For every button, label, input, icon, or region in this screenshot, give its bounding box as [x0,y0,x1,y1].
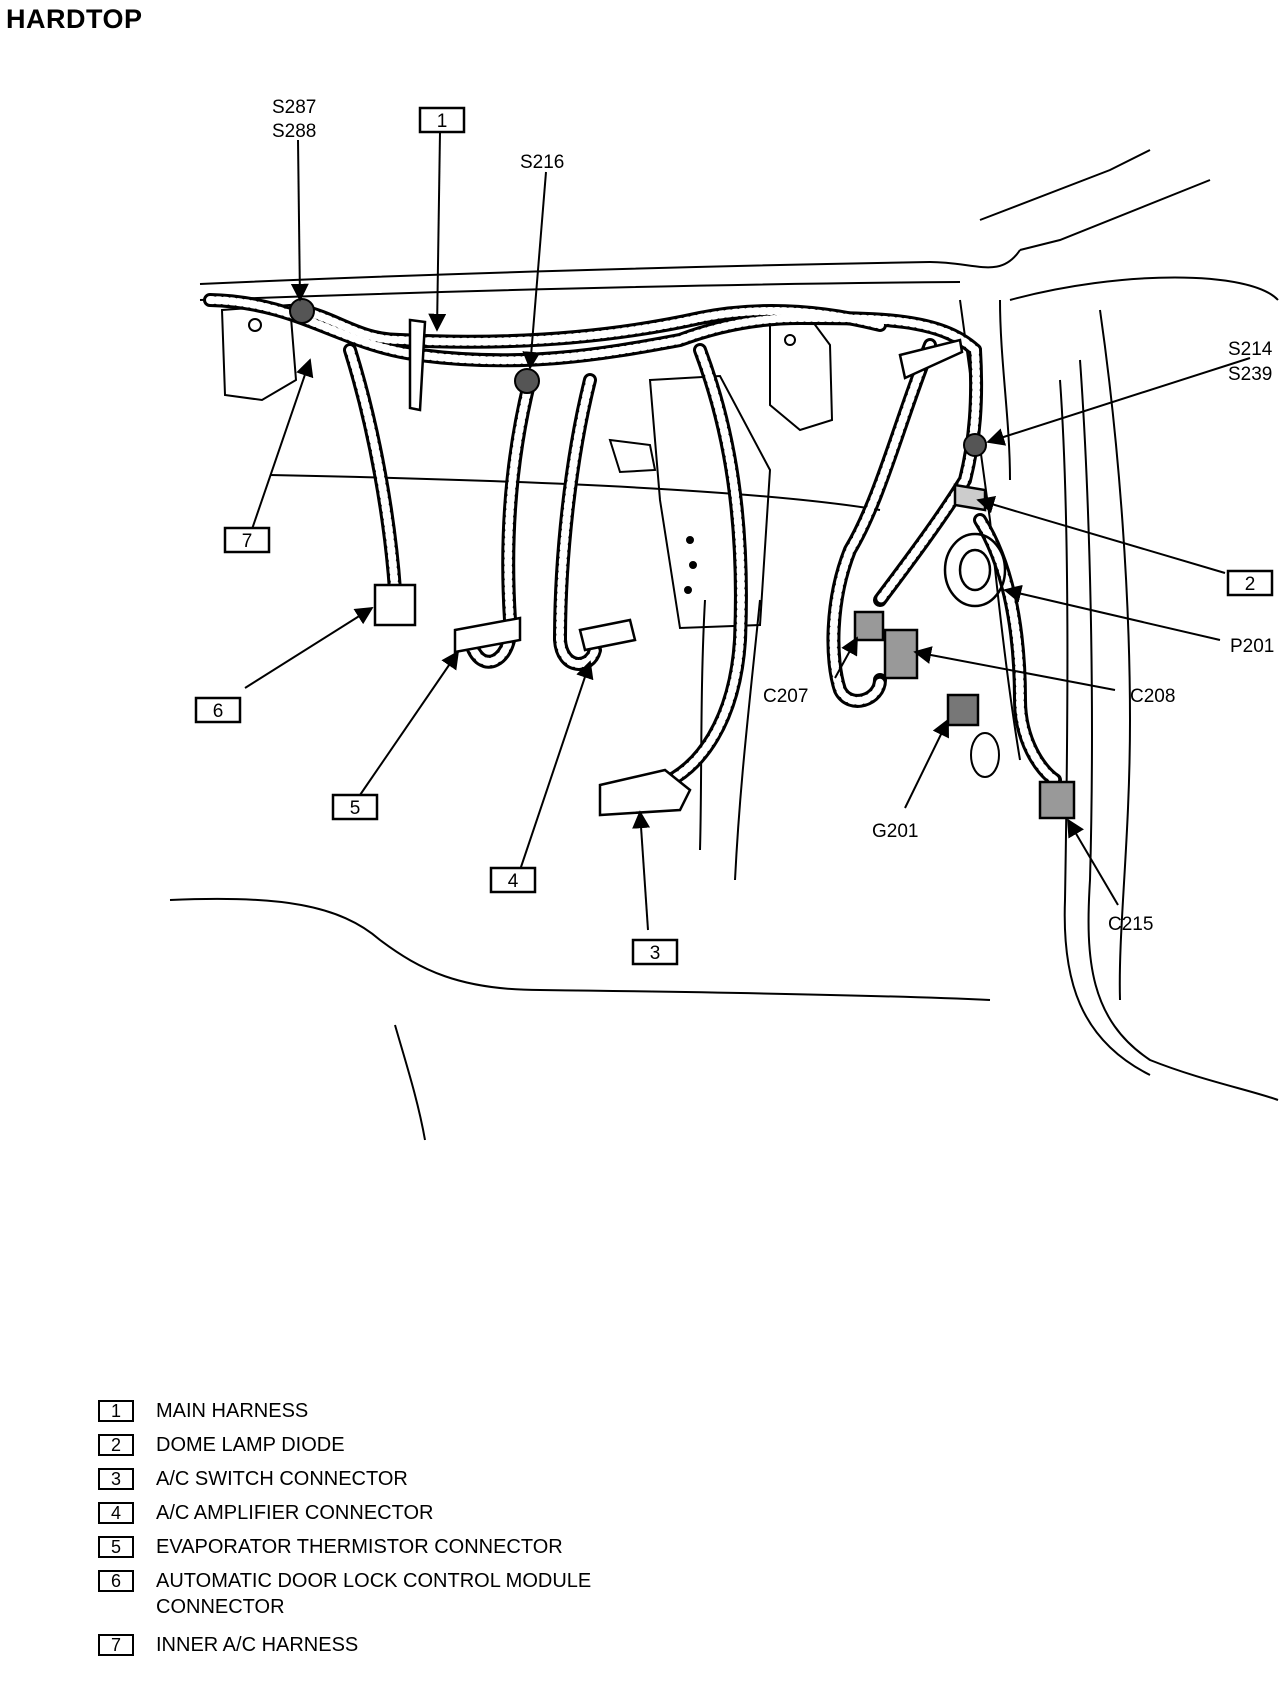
splice-s216 [514,368,540,394]
legend-number: 4 [98,1502,134,1524]
callout-box-6 [194,696,242,724]
label-s216: S216 [520,152,564,173]
legend-label: MAIN HARNESS [156,1400,309,1422]
label-c208: C208 [1130,686,1175,707]
mounting-brackets [220,303,1000,778]
harness-main [203,293,1062,792]
legend-number: 2 [98,1434,134,1456]
grommet-p201 [943,532,1007,608]
legend-number: 7 [98,1634,134,1656]
callout-num-2: 2 [1245,574,1256,595]
callout-num-5: 5 [350,798,361,819]
legend-item: 4 A/C AMPLIFIER CONNECTOR [98,1500,798,1526]
splice-s287 [289,298,315,324]
legend-item: 1 MAIN HARNESS [98,1398,798,1424]
legend-item: 2 DOME LAMP DIODE [98,1432,798,1458]
callout-box-3 [631,938,679,966]
wiring-harness-diagram: S287 S288 S216 S214 S239 P201 C207 C208 … [169,97,1279,1141]
label-g201: G201 [872,821,918,842]
page-title: HARDTOP [6,4,143,34]
callout-num-6: 6 [213,701,224,722]
label-s287: S287 [272,97,316,118]
splice-markers [289,298,987,457]
legend-number: 1 [98,1400,134,1422]
numbered-callout-text: 1 2 3 4 5 6 7 [213,111,1256,964]
callout-box-4 [489,866,537,894]
connector-c207 [853,610,885,642]
callout-num-7: 7 [242,531,253,552]
label-s214: S214 [1228,339,1273,360]
callout-num-3: 3 [650,943,661,964]
legend-label: DOME LAMP DIODE [156,1434,345,1456]
callout-labels: S287 S288 S216 S214 S239 P201 C207 C208 … [272,97,1274,935]
ground-g201 [946,693,980,727]
legend: 1 MAIN HARNESS 2 DOME LAMP DIODE 3 A/C S… [98,1398,798,1666]
legend-label: A/C SWITCH CONNECTOR [156,1468,408,1490]
legend-label: AUTOMATIC DOOR LOCK CONTROL MODULE CONNE… [156,1570,592,1618]
legend-item: 7 INNER A/C HARNESS [98,1632,798,1658]
legend-item: 5 EVAPORATOR THERMISTOR CONNECTOR [98,1534,798,1560]
callout-box-2 [1226,569,1274,597]
legend-item: 3 A/C SWITCH CONNECTOR [98,1466,798,1492]
legend-number: 5 [98,1536,134,1558]
connector-c208 [883,628,919,680]
connector-6 [373,583,417,627]
legend-item: 6 AUTOMATIC DOOR LOCK CONTROL MODULE CON… [98,1568,798,1620]
label-s239: S239 [1228,364,1272,385]
label-c215: C215 [1108,914,1153,935]
vehicle-body-outline [169,149,1279,1141]
connector-5 [453,616,522,654]
legend-label: EVAPORATOR THERMISTOR CONNECTOR [156,1536,563,1558]
legend-number: 6 [98,1570,134,1592]
callout-num-1: 1 [437,111,448,132]
connector-3 [598,768,692,817]
legend-label: A/C AMPLIFIER CONNECTOR [156,1502,434,1524]
connector-4 [578,618,637,652]
connector-c215 [1038,780,1076,820]
label-s288: S288 [272,121,316,142]
legend-number: 3 [98,1468,134,1490]
label-c207: C207 [763,686,808,707]
dome-lamp-diode [953,483,987,512]
legend-label: INNER A/C HARNESS [156,1634,359,1656]
callout-box-5 [331,793,379,821]
connectors [373,318,1076,820]
label-p201: P201 [1230,636,1274,657]
leader-arrows [244,131,1251,931]
callout-num-4: 4 [508,871,519,892]
numbered-callouts [194,106,1274,966]
callout-box-7 [223,526,271,554]
callout-box-1 [418,106,466,134]
splice-s214 [963,433,987,457]
